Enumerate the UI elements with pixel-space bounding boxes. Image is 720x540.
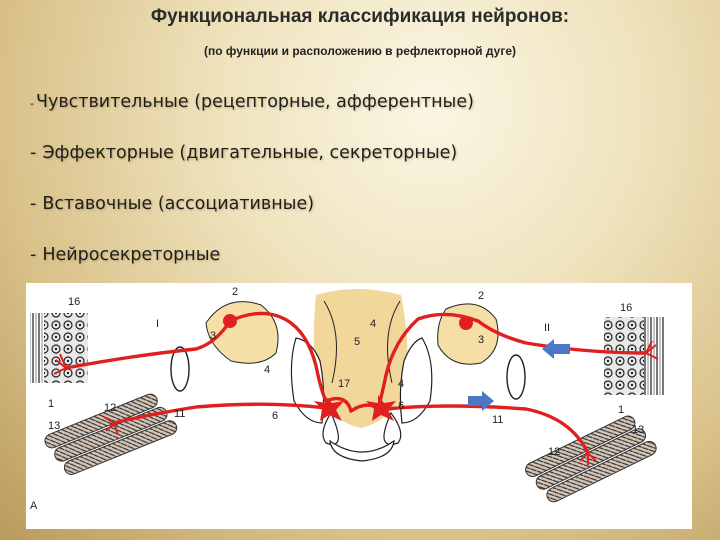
- left-sensory-neuron-body: [223, 314, 237, 328]
- page-subtitle: (по функции и расположению в рефлекторно…: [203, 44, 516, 58]
- reflex-arc-diagram: 16 2 3 I 4 5 4 17 4 6 6 2 3 II 16 1 13 1…: [26, 283, 692, 529]
- label-11-left: 11: [174, 408, 185, 420]
- label-6-right: 6: [398, 400, 404, 412]
- right-skin-tissue: [604, 317, 664, 395]
- label-4-top: 4: [370, 318, 376, 330]
- right-nerve-ring: [506, 354, 526, 400]
- label-12-right: 12: [548, 446, 560, 458]
- list-dash: -: [30, 194, 37, 214]
- list-item-text: Нейросекреторные: [42, 245, 221, 265]
- nerve-branches: [53, 340, 659, 465]
- spinal-cord-section: [290, 289, 433, 462]
- right-sensory-neuron-body: [459, 316, 473, 330]
- label-A: A: [30, 500, 38, 512]
- label-3-left: 3: [210, 330, 216, 342]
- list-item-text: Чувствительные (рецепторные, афферентные…: [35, 92, 474, 112]
- left-spinal-ganglion: [205, 301, 279, 364]
- left-skin-tissue: [30, 313, 88, 383]
- label-13-left: 13: [48, 420, 60, 432]
- label-2-right: 2: [478, 290, 484, 302]
- right-muscle-fibers: [525, 415, 657, 503]
- label-12-left: 12: [104, 402, 116, 414]
- list-item-effector: -Эффекторные (двигательные, секреторные): [30, 143, 474, 194]
- page-title: Функциональная классификация нейронов:: [150, 6, 570, 27]
- right-spinal-ganglion: [437, 303, 499, 365]
- label-I: I: [156, 318, 159, 330]
- label-4-left: 4: [264, 364, 270, 376]
- label-6-left: 6: [272, 410, 278, 422]
- list-item-sensory: -Чувствительные (рецепторные, афферентны…: [30, 92, 474, 143]
- label-16-right: 16: [620, 302, 632, 314]
- label-11-right: 11: [492, 414, 503, 426]
- label-1-left: 1: [48, 398, 54, 410]
- label-1-right: 1: [618, 404, 624, 416]
- efferent-direction-arrow: [468, 391, 494, 411]
- neuron-pathways: [64, 311, 648, 455]
- list-dash: -: [30, 143, 37, 163]
- neuron-classification-list: -Чувствительные (рецепторные, афферентны…: [30, 92, 474, 296]
- afferent-direction-arrow: [542, 339, 570, 359]
- label-17: 17: [338, 378, 350, 390]
- label-4-right: 4: [398, 378, 404, 390]
- list-item-text: Вставочные (ассоциативные): [42, 194, 315, 214]
- list-item-interneuron: -Вставочные (ассоциативные): [30, 194, 474, 245]
- label-13-right: 13: [632, 424, 644, 436]
- left-nerve-ring: [170, 346, 190, 392]
- list-item-neurosecretory: -Нейросекреторные: [30, 245, 474, 296]
- label-5: 5: [354, 336, 360, 348]
- list-dash: -: [30, 97, 34, 110]
- label-2-left: 2: [232, 286, 238, 298]
- label-II: II: [544, 322, 550, 334]
- left-motor-neuron-body: [314, 395, 344, 421]
- right-motor-neuron-body: [366, 395, 396, 421]
- label-16-left: 16: [68, 296, 80, 308]
- label-3-right: 3: [478, 334, 484, 346]
- list-item-text: Эффекторные (двигательные, секреторные): [42, 143, 458, 163]
- list-dash: -: [30, 245, 37, 265]
